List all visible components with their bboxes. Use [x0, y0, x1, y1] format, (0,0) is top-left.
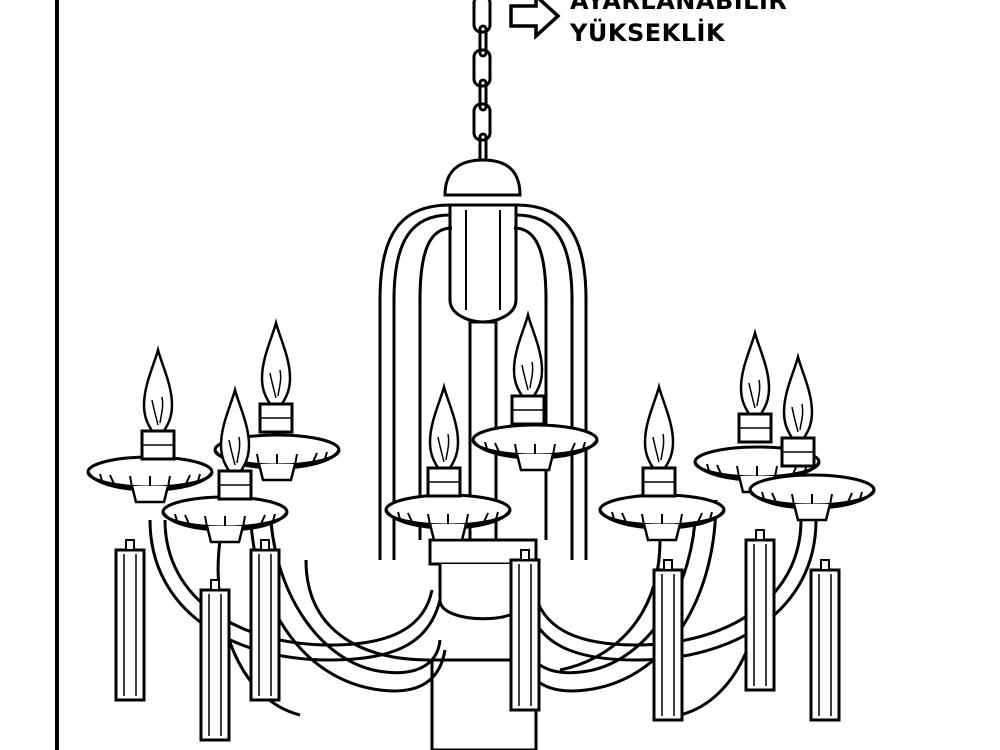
annotation-adjustable: AYARLANABİLİR: [570, 0, 788, 15]
chain: [472, 0, 492, 164]
annotation-height: YÜKSEKLİK: [570, 19, 726, 47]
cage-arms: [378, 203, 588, 560]
arrow-right-icon: [509, 0, 561, 40]
